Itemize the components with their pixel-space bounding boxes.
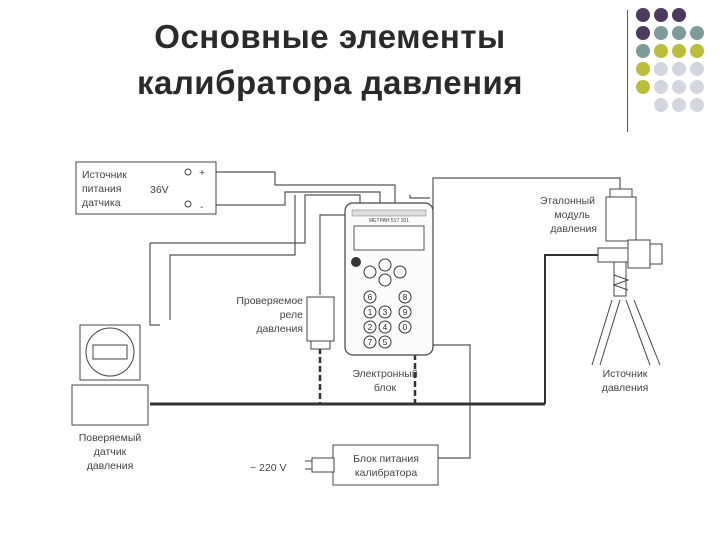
- keypad-key-label: 4: [383, 323, 388, 332]
- keypad-key-label: 5: [383, 338, 388, 347]
- pressure-source-label-1: Источник: [603, 368, 648, 380]
- relay-label-3: давления: [256, 323, 303, 335]
- decorative-dot: [672, 8, 686, 22]
- relay-label-1: Проверяемое: [236, 295, 303, 307]
- decorative-dot: [636, 62, 650, 76]
- decorative-dot: [654, 80, 668, 94]
- reference-label-2: модуль: [554, 209, 590, 221]
- sensor-label-1: Поверяемый: [79, 432, 142, 444]
- keypad-key: [363, 335, 377, 349]
- decorative-dot: [654, 98, 668, 112]
- keypad-key: [398, 290, 412, 304]
- decorative-dot: [636, 44, 650, 58]
- power-source-voltage: 36V: [150, 184, 169, 196]
- psu-label-2: калибратора: [355, 467, 417, 479]
- slide-title: Основные элементы калибратора давления: [60, 14, 600, 106]
- reference-label-3: давления: [550, 223, 597, 235]
- power-source-label-2: питания: [82, 183, 121, 195]
- title-line-2: калибратора давления: [136, 64, 524, 101]
- power-source-label-1: Источник: [82, 169, 127, 181]
- decorative-dot: [654, 8, 668, 22]
- keypad-key-label: 7: [368, 338, 373, 347]
- power-source-box: Источник питания датчика 36V + -: [75, 161, 217, 215]
- keypad-key-label: 1: [368, 308, 373, 317]
- keypad-key: [363, 290, 377, 304]
- signal-wires: [149, 171, 621, 459]
- decorative-dot: [672, 62, 686, 76]
- keypad-key-label: 2: [368, 323, 373, 332]
- keypad-key: [363, 320, 377, 334]
- electronic-unit: МЕТРАН 517 101 6 1 2 3 4 5 7 8 9 0: [344, 202, 434, 356]
- arrow-key: [393, 265, 407, 279]
- reference-label-1: Эталонный: [540, 195, 595, 207]
- decorative-dot: [690, 62, 704, 76]
- decorative-dot: [636, 26, 650, 40]
- decorative-dot: [672, 80, 686, 94]
- mains-label: ~ 220 V: [250, 462, 287, 474]
- unit-label-1: Электронный: [352, 368, 418, 380]
- keypad-key: [378, 305, 392, 319]
- decorative-dot: [690, 80, 704, 94]
- decorative-dot-grid: [636, 8, 720, 118]
- arrow-key: [378, 258, 392, 272]
- calibrator-diagram: Источник питания датчика 36V + - МЕТРАН …: [71, 161, 663, 486]
- decorative-dot: [672, 26, 686, 40]
- keypad-key-label: 9: [403, 308, 408, 317]
- decorative-dot: [672, 98, 686, 112]
- decorative-dot: [636, 8, 650, 22]
- keypad-key: [378, 335, 392, 349]
- keypad-key: [398, 305, 412, 319]
- minus-terminal: -: [200, 201, 204, 213]
- keypad-key: [378, 320, 392, 334]
- decorative-dot: [690, 98, 704, 112]
- tested-sensor: Поверяемый датчик давления: [71, 324, 149, 472]
- arrow-key: [378, 273, 392, 287]
- keypad-key-label: 3: [383, 308, 388, 317]
- plus-terminal: +: [199, 167, 205, 179]
- power-source-label-3: датчика: [82, 197, 121, 209]
- keypad-key: [398, 320, 412, 334]
- sensor-label-3: давления: [87, 460, 134, 472]
- tested-relay: Проверяемое реле давления: [236, 295, 335, 350]
- psu-label-1: Блок питания: [353, 453, 419, 465]
- unit-label-2: блок: [374, 382, 397, 394]
- decorative-dot: [672, 44, 686, 58]
- pressure-source: Источник давления: [591, 239, 663, 394]
- decorative-dot: [690, 26, 704, 40]
- title-line-1: Основные элементы: [154, 18, 506, 55]
- relay-label-2: реле: [280, 309, 303, 321]
- decorative-dot: [654, 44, 668, 58]
- keypad-key: [363, 305, 377, 319]
- decorative-dot: [654, 62, 668, 76]
- unit-screen-caption: МЕТРАН 517 101: [369, 218, 409, 224]
- keypad: 6 1 2 3 4 5 7 8 9 0: [363, 258, 412, 349]
- decorative-dot: [654, 26, 668, 40]
- sensor-label-2: датчик: [94, 446, 127, 458]
- title-divider: [627, 10, 628, 132]
- pressure-line: [544, 254, 598, 404]
- keypad-key-label: 8: [403, 293, 408, 302]
- decorative-dot: [636, 80, 650, 94]
- keypad-key-label: 0: [403, 323, 408, 332]
- calibrator-psu: Блок питания калибратора ~ 220 V: [250, 444, 439, 486]
- decorative-dot: [690, 44, 704, 58]
- arrow-key: [363, 265, 377, 279]
- keypad-key-label: 6: [368, 293, 373, 302]
- reference-module: Эталонный модуль давления: [540, 188, 637, 242]
- pressure-source-label-2: давления: [602, 382, 649, 394]
